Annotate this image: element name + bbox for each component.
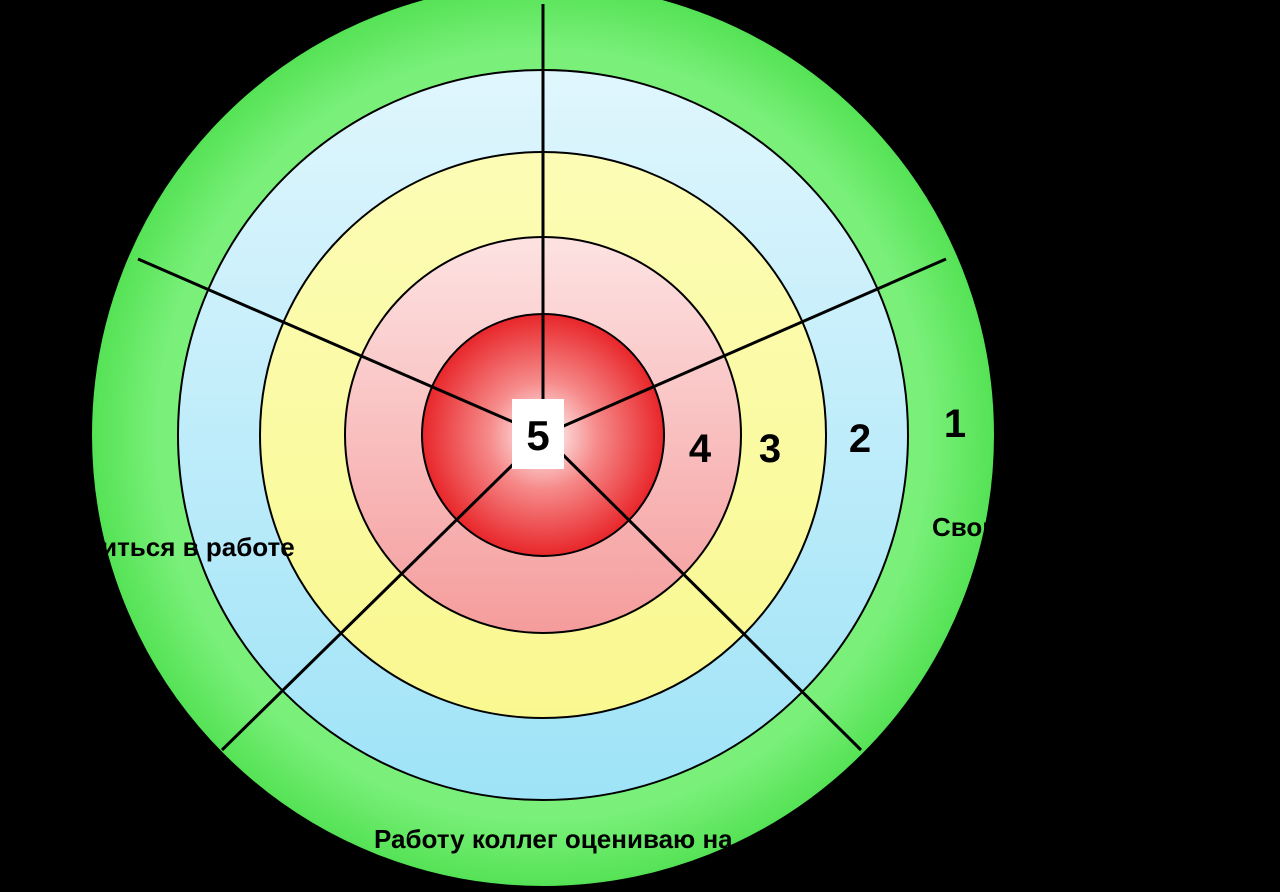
sector-label-right: Свою работу оцениваю <box>932 512 1239 542</box>
divider-lower-right <box>541 433 863 752</box>
divider-lower-left <box>220 433 545 752</box>
divider-upper-left <box>137 257 544 437</box>
center-box <box>512 399 564 469</box>
ring-2-number: 2 <box>849 417 871 461</box>
sector-label-bottom: Работу коллег оцениваю на <box>374 824 733 854</box>
ring-5-number: 5 <box>526 412 549 459</box>
sector-label-upper-left: Умею интересно <box>42 58 255 88</box>
sector-label-upper-right: Умею находить <box>848 69 1047 99</box>
divider-upper-right <box>542 257 947 437</box>
ring-4-number: 4 <box>689 427 712 471</box>
sector-dividers <box>137 4 947 752</box>
ring-3-number: 3 <box>759 427 781 471</box>
ring-1-number: 1 <box>944 402 966 446</box>
sector-label-left: Находиться в работе <box>22 532 295 562</box>
